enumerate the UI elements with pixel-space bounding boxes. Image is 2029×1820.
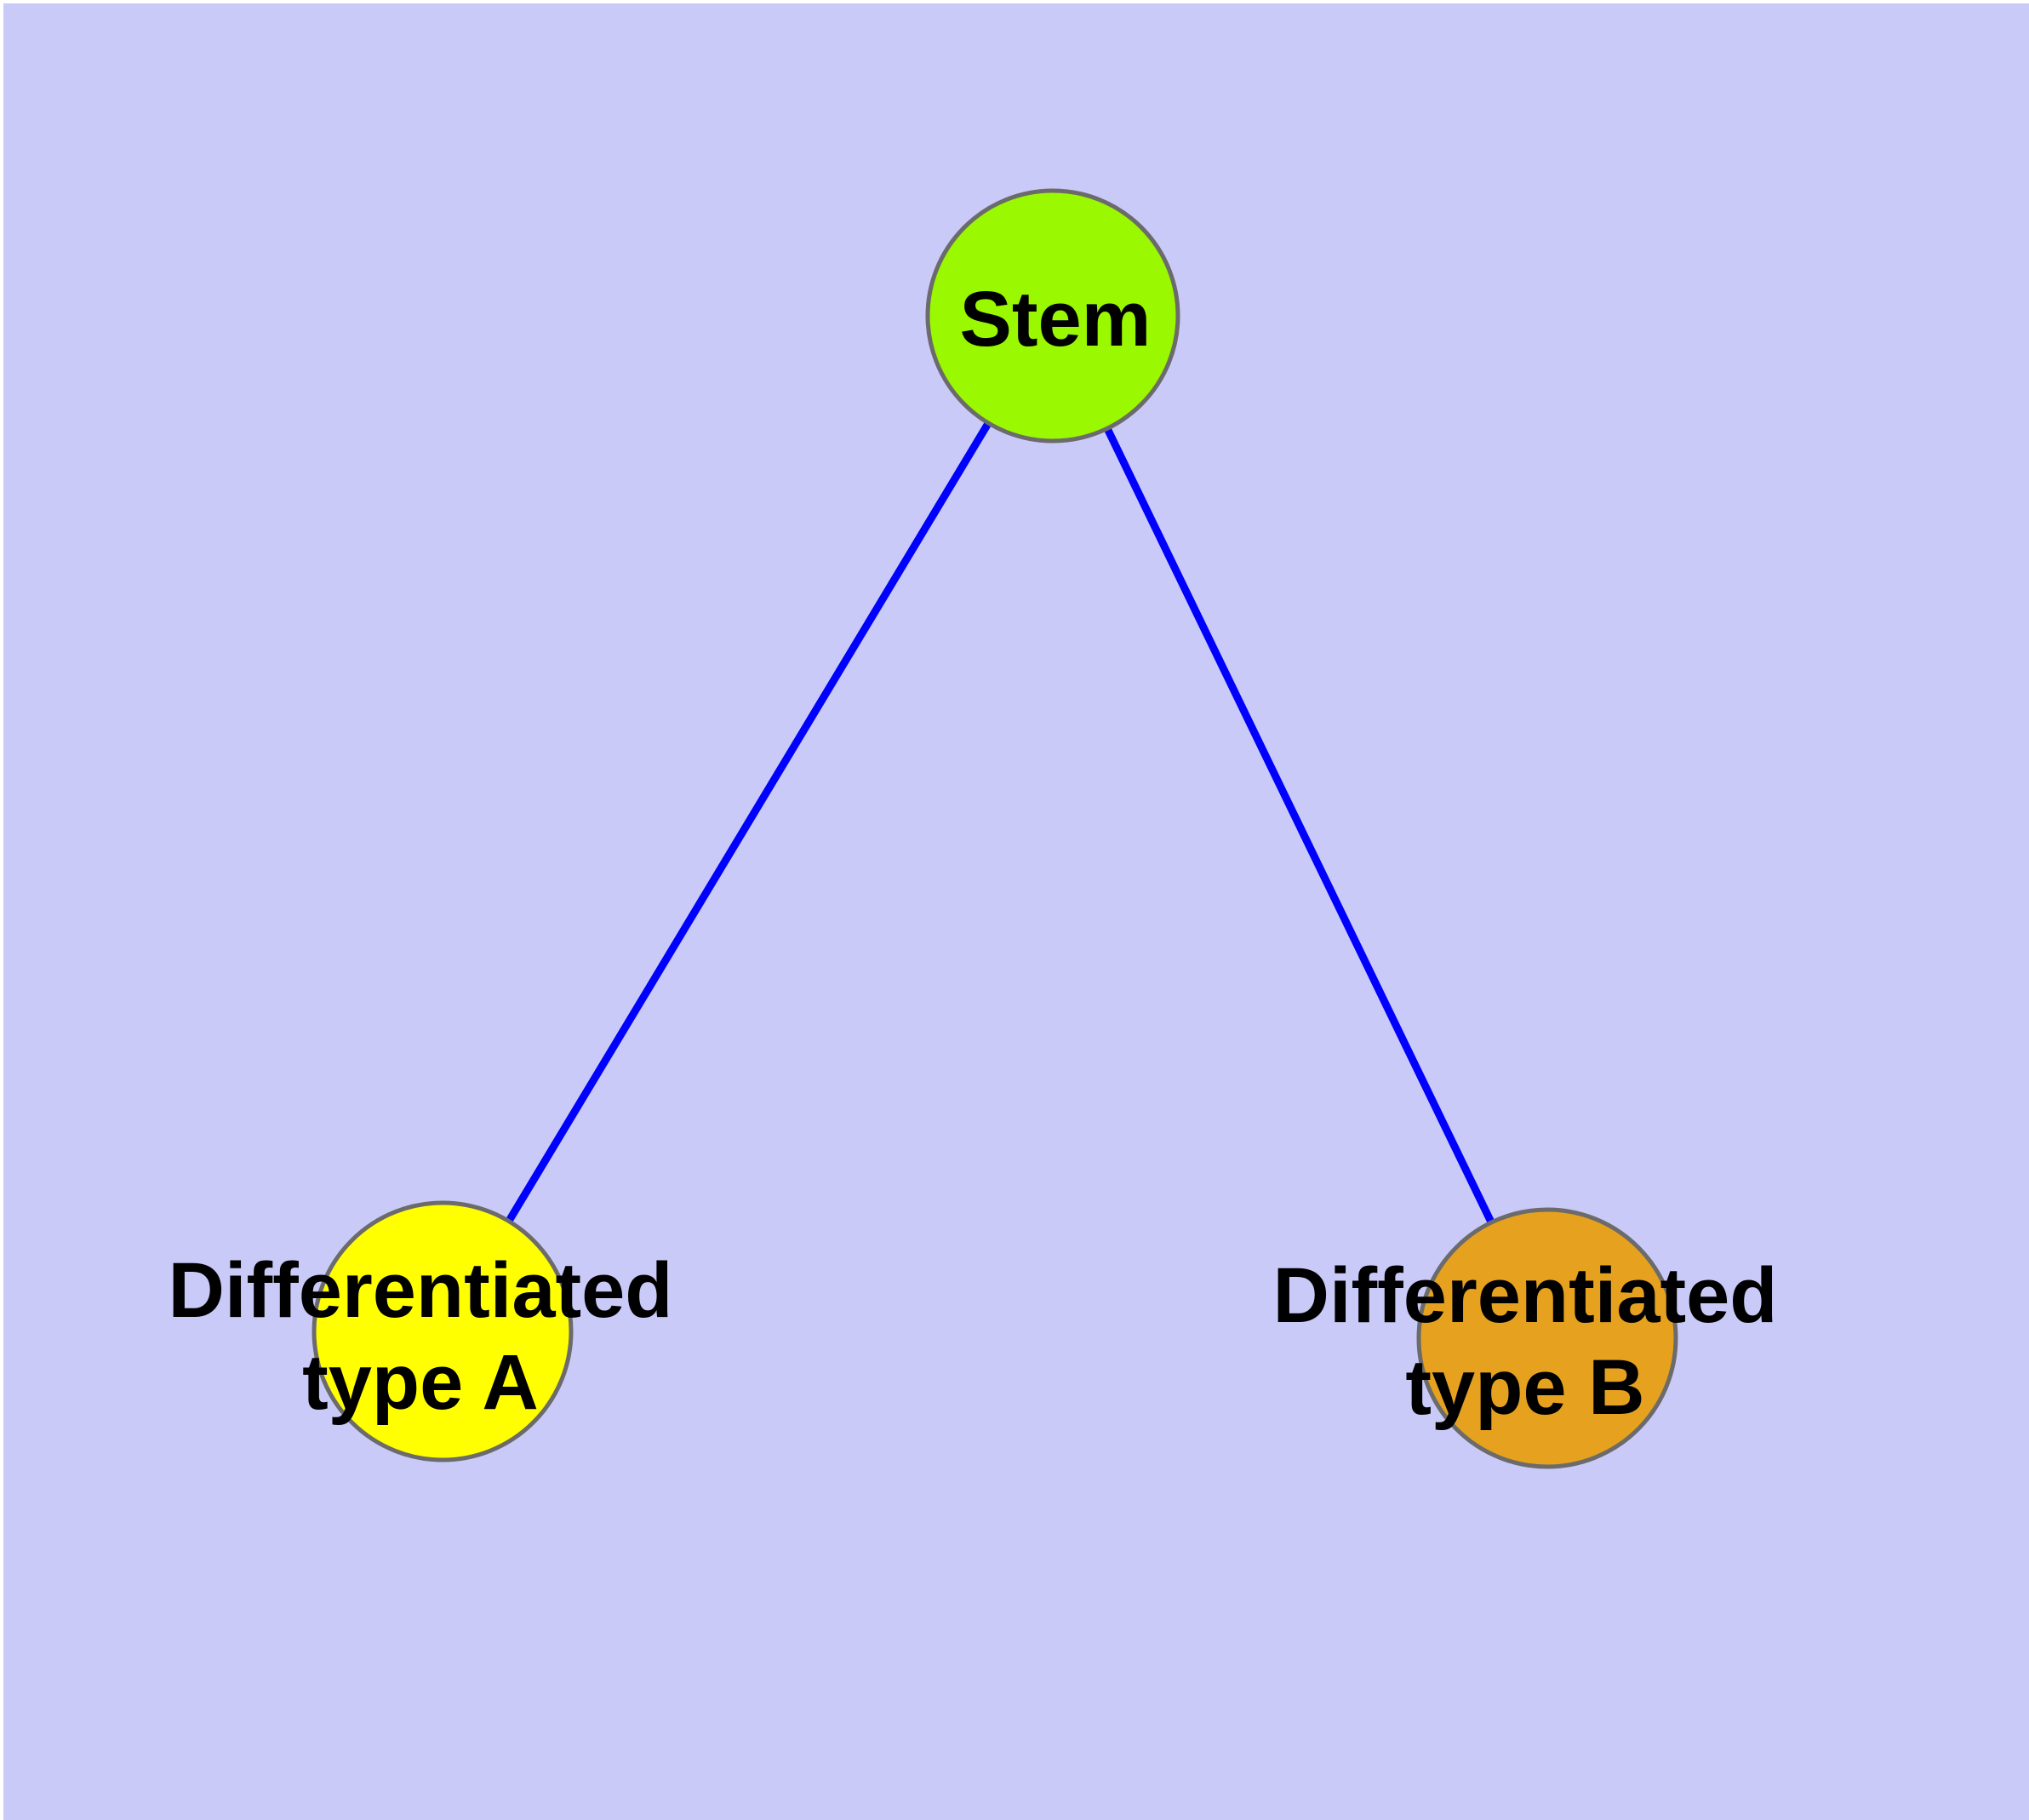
type-a-node-label-line1: Differentiated [169, 1247, 673, 1334]
node-differentiated-type-a [311, 1200, 574, 1462]
node-differentiated-type-b [1416, 1207, 1678, 1469]
edge-stem-to-type-b [1049, 314, 1552, 1340]
edge-stem-to-type-a [439, 313, 1056, 1334]
stem-node-label: Stem [960, 276, 1152, 363]
type-a-node-label-line2: type A [302, 1339, 539, 1426]
type-b-node-label-line2: type B [1405, 1344, 1644, 1431]
type-b-node-label-line1: Differentiated [1273, 1252, 1778, 1339]
node-stem [925, 188, 1180, 444]
